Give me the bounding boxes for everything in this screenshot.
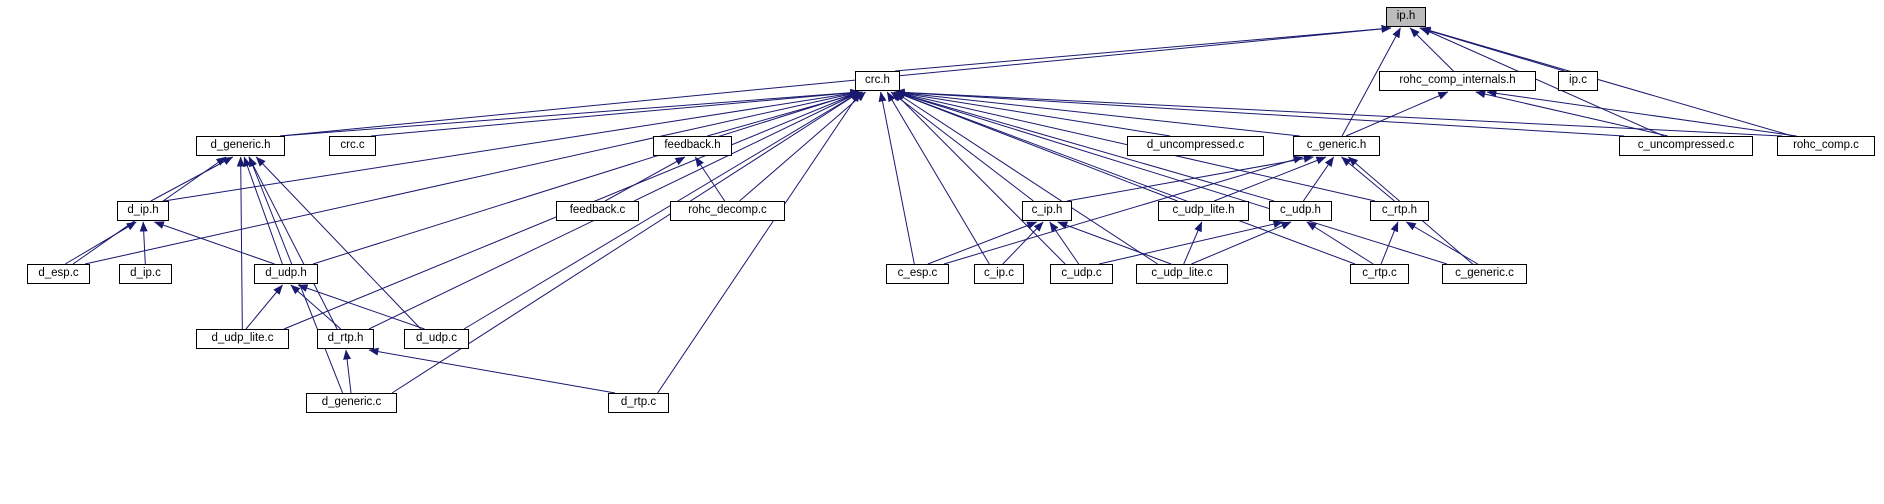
edge-d-generic-c-to-d-rtp-h [343,349,352,394]
edge-rohc-comp-internals-h-to-ip-h [1409,27,1454,72]
edge-c-ip-c-to-crc-h [886,91,990,265]
edge-c-ip-h-to-crc-h [890,91,1034,202]
graph-node-d-uncompressed-c[interactable]: d_uncompressed.c [1127,136,1264,156]
graph-node-d-rtp-c[interactable]: d_rtp.c [608,393,669,413]
edge-d-udp-h-to-d-generic-h [243,156,283,265]
edge-c-rtp-h-to-c-generic-h [1341,156,1395,202]
edge-crc-c-to-crc-h [370,88,861,137]
graph-node-c-rtp-c[interactable]: c_rtp.c [1350,264,1409,284]
edge-c-udp-lite-c-to-c-ip-h [1057,221,1172,265]
graph-node-d-ip-c[interactable]: d_ip.c [119,264,172,284]
edge-c-generic-h-to-ip-h [1341,27,1401,137]
graph-node-d-ip-h[interactable]: d_ip.h [117,201,169,221]
edge-d-generic-h-to-ip-h [279,24,1392,137]
edge-d-rtp-h-to-d-udp-h [290,284,342,330]
edge-c-rtp-c-to-c-udp-h [1306,221,1374,265]
edge-d-udp-lite-c-to-d-udp-h [245,284,283,330]
graph-node-rohc-comp-c[interactable]: rohc_comp.c [1777,136,1875,156]
graph-node-feedback-h[interactable]: feedback.h [653,136,732,156]
graph-node-feedback-c[interactable]: feedback.c [556,201,639,221]
edge-c-udp-lite-c-to-c-udp-lite-h [1183,221,1203,265]
graph-node-d-udp-h[interactable]: d_udp.h [254,264,318,284]
graph-node-ip-h: ip.h [1386,7,1426,27]
edge-d-udp-c-to-d-generic-h [255,156,422,330]
graph-node-c-ip-c[interactable]: c_ip.c [974,264,1024,284]
edge-c-udp-lite-h-to-crc-h [894,91,1178,202]
edge-c-generic-c-to-crc-h [894,91,1448,265]
graph-node-d-udp-c[interactable]: d_udp.c [404,329,469,349]
graph-node-d-esp-c[interactable]: d_esp.c [27,264,90,284]
edge-c-udp-c-to-crc-h [893,91,1066,265]
graph-node-c-generic-h[interactable]: c_generic.h [1293,136,1380,156]
graph-node-c-generic-c[interactable]: c_generic.c [1442,264,1527,284]
edge-c-udp-c-to-c-ip-h [1049,221,1080,265]
edge-c-udp-c-to-c-udp-h [1098,220,1284,265]
edge-c-udp-lite-c-to-crc-h [894,91,1158,265]
edge-d-udp-lite-c-to-d-generic-h [236,156,245,330]
edge-rohc-comp-c-to-ip-h [1420,26,1793,137]
edge-c-esp-c-to-crc-h [878,91,915,265]
graph-node-rohc-decomp-c[interactable]: rohc_decomp.c [670,201,785,221]
graph-node-ip-c[interactable]: ip.c [1558,71,1598,91]
graph-node-c-ip-h[interactable]: c_ip.h [1022,201,1072,221]
edge-c-generic-c-to-c-rtp-h [1405,221,1478,265]
edge-d-ip-h-to-crc-h [163,89,861,202]
edge-d-ip-h-to-d-generic-h [150,156,234,202]
edge-c-uncompressed-c-to-crc-h [894,88,1625,137]
edge-c-udp-lite-h-to-c-generic-h [1213,156,1327,202]
edge-c-udp-lite-c-to-c-udp-h [1191,221,1292,265]
graph-node-c-udp-lite-c[interactable]: c_udp_lite.c [1136,264,1228,284]
edge-crc-h-to-ip-h [894,24,1392,72]
graph-node-d-generic-h[interactable]: d_generic.h [196,136,285,156]
edge-d-rtp-c-to-d-rtp-h [368,347,616,394]
graph-node-c-rtp-h[interactable]: c_rtp.h [1370,201,1429,221]
edge-d-esp-c-to-crc-h [84,90,861,265]
graph-node-c-uncompressed-c[interactable]: c_uncompressed.c [1619,136,1753,156]
edge-d-udp-h-to-d-ip-h [153,221,275,265]
edge-d-uncompressed-c-to-crc-h [894,89,1171,137]
graph-node-crc-h[interactable]: crc.h [855,71,900,91]
edge-c-esp-c-to-c-generic-h [943,155,1304,265]
edge-c-udp-h-to-c-generic-h [1302,156,1335,202]
edge-c-uncompressed-c-to-rohc-comp-internals-h [1475,90,1668,137]
edge-d-generic-c-to-crc-h [391,91,861,394]
edge-d-ip-c-to-d-ip-h [139,221,148,265]
graph-node-c-udp-lite-h[interactable]: c_udp_lite.h [1158,201,1249,221]
graph-node-d-udp-lite-c[interactable]: d_udp_lite.c [196,329,289,349]
edge-rohc-comp-c-to-rohc-comp-internals-h [1486,89,1797,137]
edge-d-rtp-h-to-d-generic-h [248,156,338,330]
edge-ip-c-to-ip-h [1419,26,1565,72]
edge-feedback-c-to-feedback-h [604,156,686,202]
graph-node-d-rtp-h[interactable]: d_rtp.h [317,329,374,349]
graph-node-crc-c[interactable]: crc.c [329,136,376,156]
edge-c-generic-h-to-crc-h [894,89,1300,137]
edge-d-udp-c-to-d-udp-h [297,284,425,330]
edge-c-udp-h-to-crc-h [894,90,1275,202]
edge-d-rtp-c-to-crc-h [657,91,861,394]
edge-d-udp-c-to-crc-h [463,91,861,330]
edge-d-udp-h-to-crc-h [312,91,861,265]
graph-node-c-esp-c[interactable]: c_esp.c [886,264,949,284]
edge-c-ip-c-to-c-ip-h [1002,221,1044,265]
graph-node-d-generic-c[interactable]: d_generic.c [306,393,397,413]
edge-c-rtp-c-to-crc-h [894,91,1356,265]
edge-c-uncompressed-c-to-ip-h [1420,27,1664,137]
graph-node-rohc-comp-internals-h[interactable]: rohc_comp_internals.h [1379,71,1536,91]
graph-node-c-udp-c[interactable]: c_udp.c [1050,264,1113,284]
edge-c-esp-c-to-c-ip-h [927,221,1038,265]
graph-node-c-udp-h[interactable]: c_udp.h [1269,201,1332,221]
edge-c-ip-h-to-c-generic-h [1066,154,1314,202]
edge-rohc-comp-c-to-crc-h [894,88,1783,137]
edge-rohc-decomp-c-to-crc-h [739,91,866,202]
edge-d-esp-c-to-d-ip-h [65,221,137,265]
edge-rohc-decomp-c-to-feedback-h [694,156,726,202]
edge-c-generic-h-to-rohc-comp-internals-h [1345,91,1449,137]
edge-d-generic-h-to-crc-h [279,88,861,137]
edge-c-rtp-c-to-c-rtp-h [1380,221,1399,265]
